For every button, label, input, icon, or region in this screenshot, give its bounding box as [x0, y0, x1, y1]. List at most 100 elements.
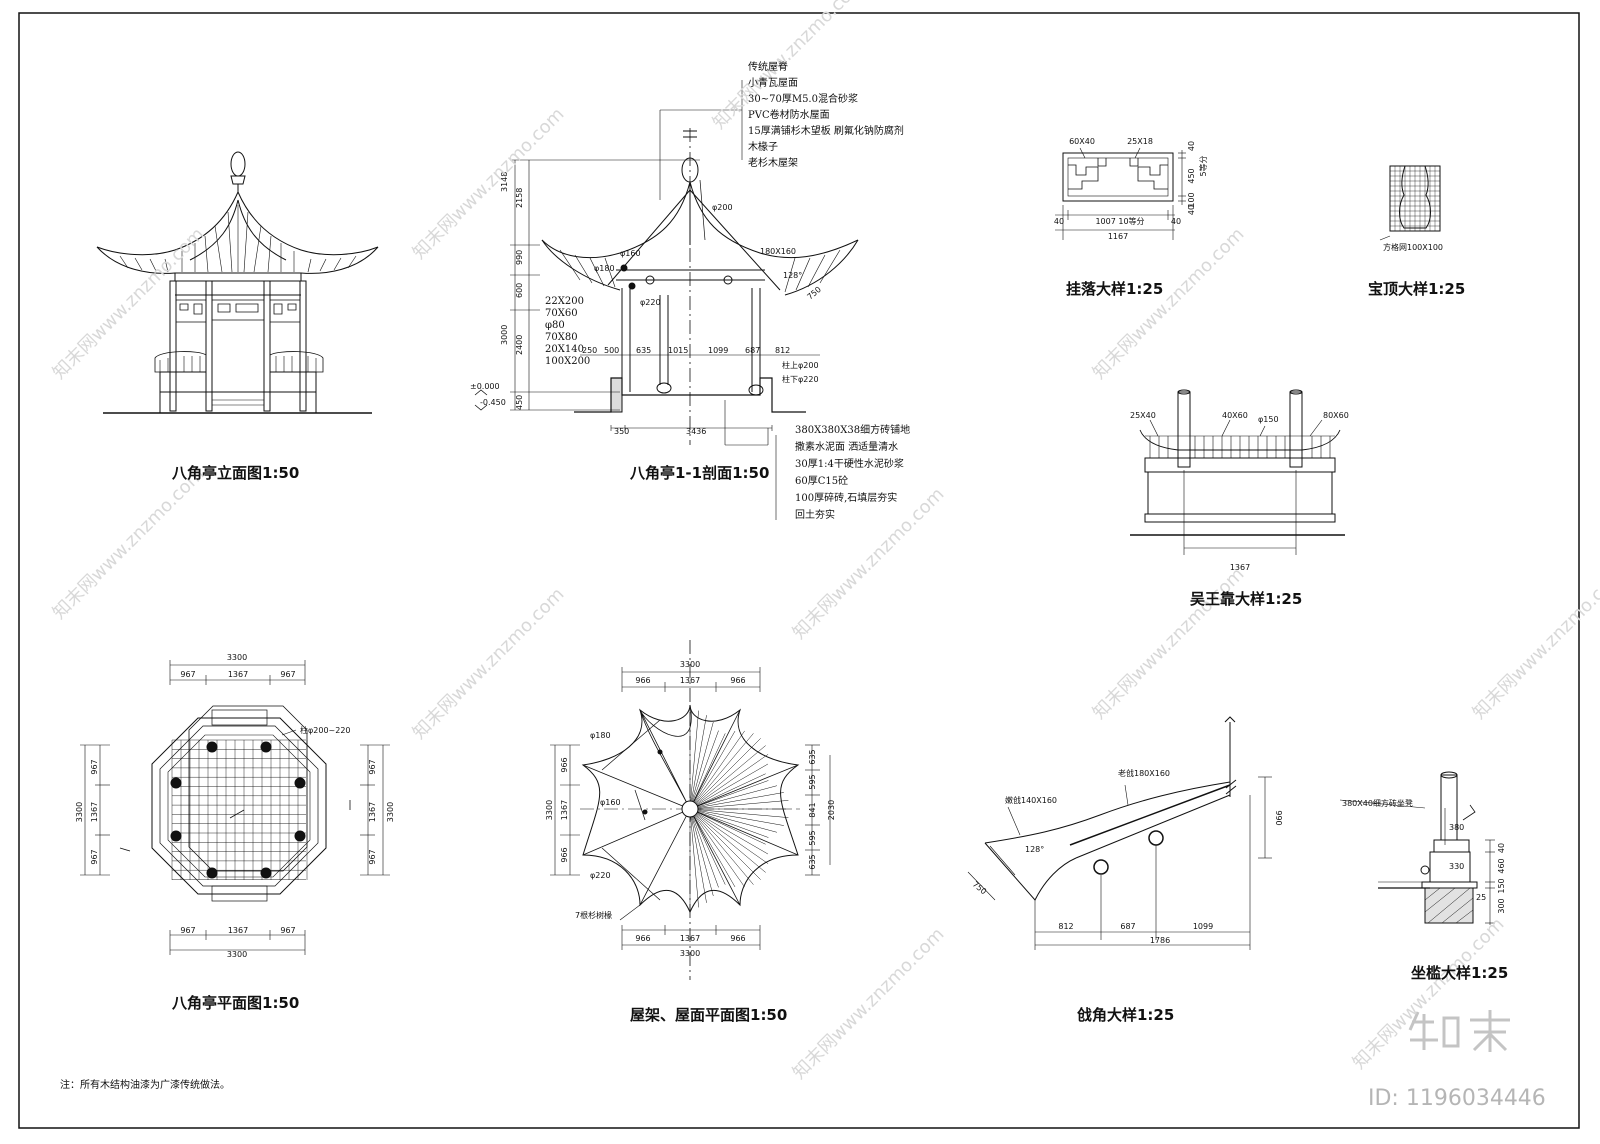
roof-rafter-line — [689, 792, 784, 810]
roof-rafter-line — [689, 808, 769, 855]
roof-rafter-line — [689, 808, 714, 896]
title-qiangjiao: 戗角大样1:25 — [1077, 1006, 1175, 1024]
plan-dim: 967 — [90, 759, 99, 774]
plan-dim: 1367 — [368, 802, 377, 822]
gualuo-label: 450 — [1187, 168, 1196, 183]
roof-dim: 966 — [635, 676, 650, 685]
plan-dim: 967 — [90, 849, 99, 864]
roof-dim: 966 — [560, 757, 569, 772]
qiangjiao-label: 128° — [1025, 845, 1044, 854]
elevation-drawing — [96, 151, 379, 414]
baoding-drawing — [1379, 165, 1441, 241]
watermark-text: 知末网www.znzmo.com — [409, 104, 569, 264]
zuolan-label: 330 — [1449, 862, 1464, 871]
section-annotation: 柱下φ220 — [782, 374, 819, 384]
member-label: 22X200 — [545, 296, 584, 307]
roof-rafter-line — [689, 710, 699, 810]
roof-rafter-line — [689, 730, 736, 810]
plan-drawing — [80, 660, 390, 955]
gualuo-drawing — [1055, 147, 1186, 240]
roof-dim: 3300 — [680, 949, 700, 958]
title-section: 八角亭1-1剖面1:50 — [630, 464, 770, 482]
section-dim: 250 — [582, 346, 597, 355]
roof-dim: 1367 — [560, 800, 569, 820]
roof-layer: 传统屋脊 — [748, 62, 788, 73]
wuwangkao-label: φ150 — [1258, 415, 1279, 424]
zuolan-label: 460 — [1497, 858, 1506, 873]
roof-rafter-line — [689, 722, 714, 810]
section-dim: 2400 — [515, 335, 524, 355]
zuolan-label: 380 — [1449, 823, 1464, 832]
plan-column-label: 柱φ200~220 — [300, 725, 351, 735]
member-label: 70X60 — [545, 308, 578, 319]
title-roof-plan: 屋架、屋面平面图1:50 — [630, 1006, 788, 1024]
section-annotation: φ200 — [712, 203, 733, 212]
roof-layer: 木椽子 — [748, 142, 778, 153]
roof-rafter-line — [689, 808, 707, 903]
section-dim: 350 — [614, 427, 629, 436]
section-dim: 635 — [636, 346, 651, 355]
floor-layer: 30厚1:4干硬性水泥砂浆 — [795, 459, 904, 470]
zuolan-label: 150 — [1497, 878, 1506, 893]
watermark-text: 知末网www.znzmo.com — [1089, 224, 1249, 384]
roof-layer: 30~70厚M5.0混合砂浆 — [748, 94, 858, 105]
roof-rafter-line — [689, 808, 745, 888]
member-label: 70X80 — [545, 332, 578, 343]
zuolan-drawing — [1339, 771, 1495, 925]
plan-dim: 3300 — [227, 950, 247, 959]
gualuo-label: 40 — [1054, 217, 1064, 226]
roof-dim: 966 — [730, 934, 745, 943]
wuwangkao-label: 25X40 — [1130, 411, 1156, 420]
qiangjiao-label: 812 — [1058, 922, 1073, 931]
plan-dim: 3300 — [386, 802, 395, 822]
qiangjiao-label: 老戗180X160 — [1118, 768, 1170, 778]
roof-dim: 2030 — [827, 800, 836, 820]
roof-rafter-line — [689, 808, 754, 885]
roof-rafter-line — [689, 808, 789, 818]
roof-dim: 595 — [808, 774, 817, 789]
plan-dim: 967 — [180, 670, 195, 679]
roof-dim: 1367 — [680, 676, 700, 685]
roof-layer: 小青瓦屋面 — [748, 78, 798, 89]
roof-dim: 3300 — [545, 800, 554, 820]
title-plan: 八角亭平面图1:50 — [172, 994, 300, 1012]
roof-rafter-line — [689, 808, 769, 864]
floor-layer: 撒素水泥面 洒适量清水 — [795, 442, 899, 453]
plan-dim: 967 — [280, 926, 295, 935]
watermark-text: 知末网www.znzmo.com — [1469, 564, 1600, 724]
qiangjiao-label: 990 — [1274, 810, 1283, 825]
roof-rafter-line — [689, 808, 777, 833]
section-drawing — [474, 80, 859, 520]
roof-label: φ220 — [590, 871, 611, 880]
floor-layer: 回土夯实 — [795, 510, 835, 521]
roof-rafter-line — [689, 808, 699, 908]
watermark-text: 知末网www.znzmo.com — [49, 464, 209, 624]
plan-dim: 3300 — [75, 802, 84, 822]
roof-rafter-line — [689, 730, 719, 810]
section-annotation: φ220 — [640, 298, 661, 307]
roof-dim: 3300 — [680, 660, 700, 669]
roof-rafter-line — [689, 730, 745, 810]
section-level: -0.450 — [480, 398, 506, 407]
roof-rafter-line — [689, 754, 769, 810]
plan-dim: 967 — [180, 926, 195, 935]
section-annotation: φ180 — [594, 264, 615, 273]
qiangjiao-label: 687 — [1120, 922, 1135, 931]
brand-logo-mark — [1408, 1010, 1510, 1052]
roof-rafter-line — [689, 808, 719, 888]
roof-label: φ160 — [600, 798, 621, 807]
roof-rafter-line — [689, 808, 736, 888]
roof-dim: 841 — [808, 802, 817, 817]
roof-rafter-line — [689, 808, 726, 885]
roof-rafter-line — [689, 785, 777, 810]
roof-rafter-line — [689, 738, 761, 810]
wuwangkao-label: 1367 — [1230, 563, 1250, 572]
section-dim: 500 — [604, 346, 619, 355]
roof-rafter-line — [689, 808, 769, 838]
plan-dim: 1367 — [228, 926, 248, 935]
section-floor-layers: 380X380X38细方砖铺地 撒素水泥面 洒适量清水 30厚1:4干硬性水泥砂… — [795, 422, 910, 524]
roof-rafter-line — [689, 715, 707, 810]
section-annotation: 180X160 — [760, 247, 796, 256]
